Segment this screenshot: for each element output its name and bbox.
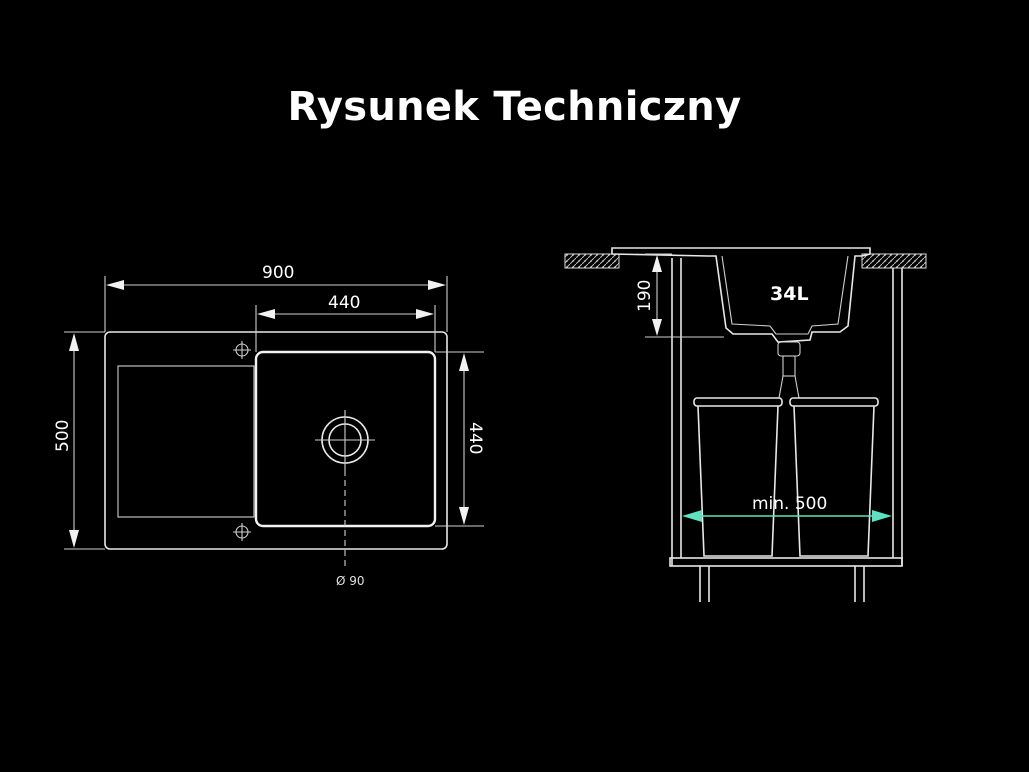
dimension-cabinet: min. 500	[682, 494, 892, 522]
page-title: Rysunek Techniczny	[287, 84, 742, 130]
dimension-height-label: 500	[53, 420, 73, 452]
cabinet	[669, 258, 903, 602]
sink-outline	[104, 331, 448, 550]
dimension-bowl-height: 440	[435, 351, 485, 527]
tap-hole-top	[233, 341, 251, 359]
waste-bin-right	[789, 397, 879, 557]
side-view: 34L	[564, 247, 927, 602]
tap-hole-bottom	[233, 523, 251, 541]
countertop-left	[564, 253, 620, 269]
dimension-bowl-width: 440	[255, 293, 436, 352]
dimension-depth: 190	[635, 253, 724, 338]
dimension-bowl-height-label: 440	[465, 422, 485, 454]
drainboard	[117, 365, 255, 518]
dimension-width: 900	[104, 263, 448, 332]
dimension-depth-label: 190	[635, 280, 655, 312]
drain-pipe	[777, 341, 801, 399]
drain-diameter-label: Ø 90	[336, 574, 365, 588]
countertop-right	[861, 253, 927, 269]
dimension-width-label: 900	[262, 263, 294, 283]
sink-section	[611, 247, 871, 343]
dimension-cabinet-label: min. 500	[752, 494, 827, 514]
waste-bin-left	[693, 397, 783, 557]
dimension-height: 500	[53, 331, 105, 550]
volume-label: 34L	[770, 283, 809, 305]
top-view: Ø 90 900 440	[53, 263, 485, 588]
dimension-bowl-width-label: 440	[328, 293, 360, 313]
